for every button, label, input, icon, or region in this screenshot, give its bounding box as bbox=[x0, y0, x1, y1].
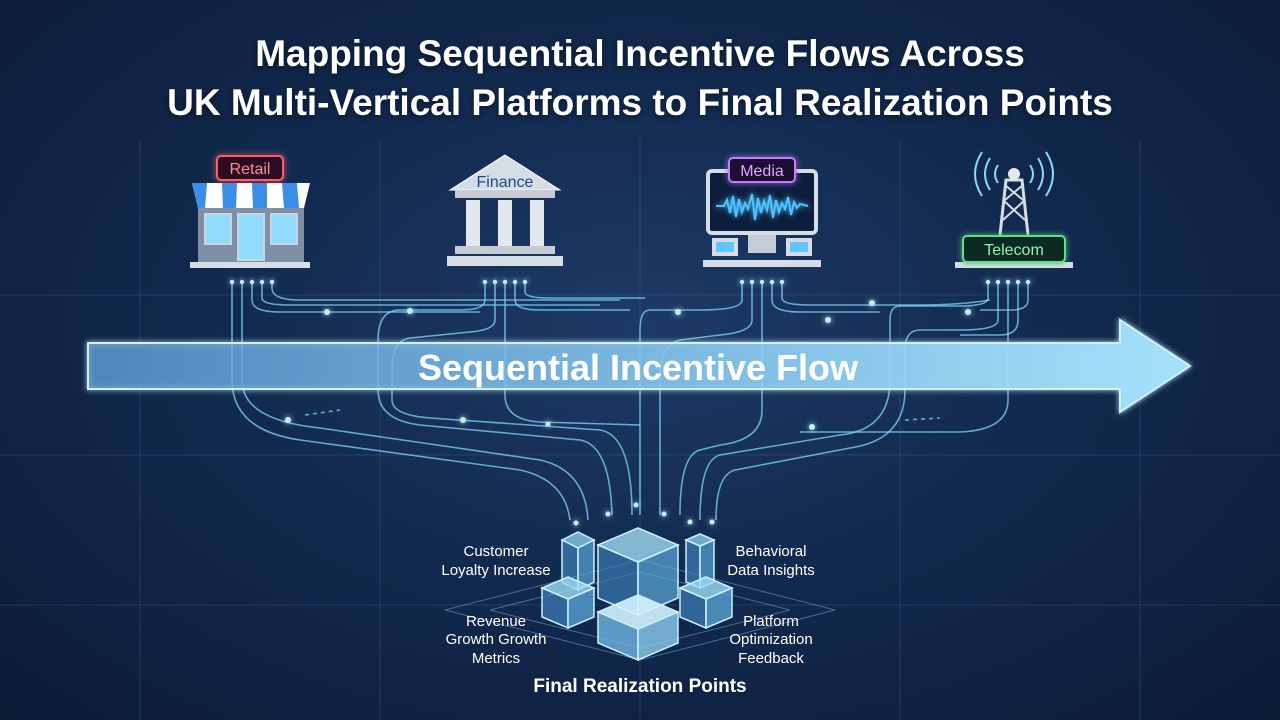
vertical-label-finance: Finance bbox=[477, 174, 534, 191]
svg-text:Feedback: Feedback bbox=[738, 650, 804, 667]
telecom-label-badge: Telecom bbox=[962, 235, 1066, 263]
final-realization-cubes bbox=[540, 527, 734, 662]
svg-text:Platform: Platform bbox=[743, 613, 799, 630]
title-line-1: Mapping Sequential Incentive Flows Acros… bbox=[255, 33, 1025, 74]
sequential-flow-arrow: Sequential Incentive Flow bbox=[87, 318, 1192, 414]
svg-text:Customer: Customer bbox=[463, 543, 528, 560]
vertical-label-retail: Retail bbox=[230, 161, 271, 178]
storefront-icon bbox=[190, 183, 310, 268]
outcome-revenue-growth: Revenue Growth Growth Metrics bbox=[446, 613, 547, 667]
bank-icon: Finance bbox=[447, 154, 563, 266]
title-line-2: UK Multi-Vertical Platforms to Final Rea… bbox=[167, 82, 1113, 123]
outcome-platform-optimization: Platform Optimization Feedback bbox=[729, 613, 812, 667]
svg-text:Behavioral: Behavioral bbox=[736, 543, 807, 560]
outcome-customer-loyalty: Customer Loyalty Increase bbox=[441, 543, 550, 579]
outcome-behavioral-data: Behavioral Data Insights bbox=[727, 543, 815, 579]
media-label-badge: Media bbox=[728, 157, 796, 183]
svg-text:Revenue: Revenue bbox=[466, 613, 526, 630]
final-realization-label: Final Realization Points bbox=[533, 676, 746, 697]
svg-text:Growth Growth: Growth Growth bbox=[446, 631, 547, 648]
svg-text:Optimization: Optimization bbox=[729, 631, 812, 648]
cell-tower-icon bbox=[955, 151, 1073, 268]
svg-text:Data Insights: Data Insights bbox=[727, 562, 815, 579]
flow-label: Sequential Incentive Flow bbox=[418, 347, 859, 388]
retail-label-badge: Retail bbox=[216, 155, 284, 181]
monitor-waveform-icon bbox=[703, 169, 821, 267]
vertical-label-telecom: Telecom bbox=[984, 242, 1044, 259]
incentive-connection-lines bbox=[231, 282, 1029, 521]
connection-nodes bbox=[229, 279, 1031, 526]
vertical-label-media: Media bbox=[740, 163, 784, 180]
svg-text:Metrics: Metrics bbox=[472, 650, 520, 667]
svg-text:Loyalty Increase: Loyalty Increase bbox=[441, 562, 550, 579]
